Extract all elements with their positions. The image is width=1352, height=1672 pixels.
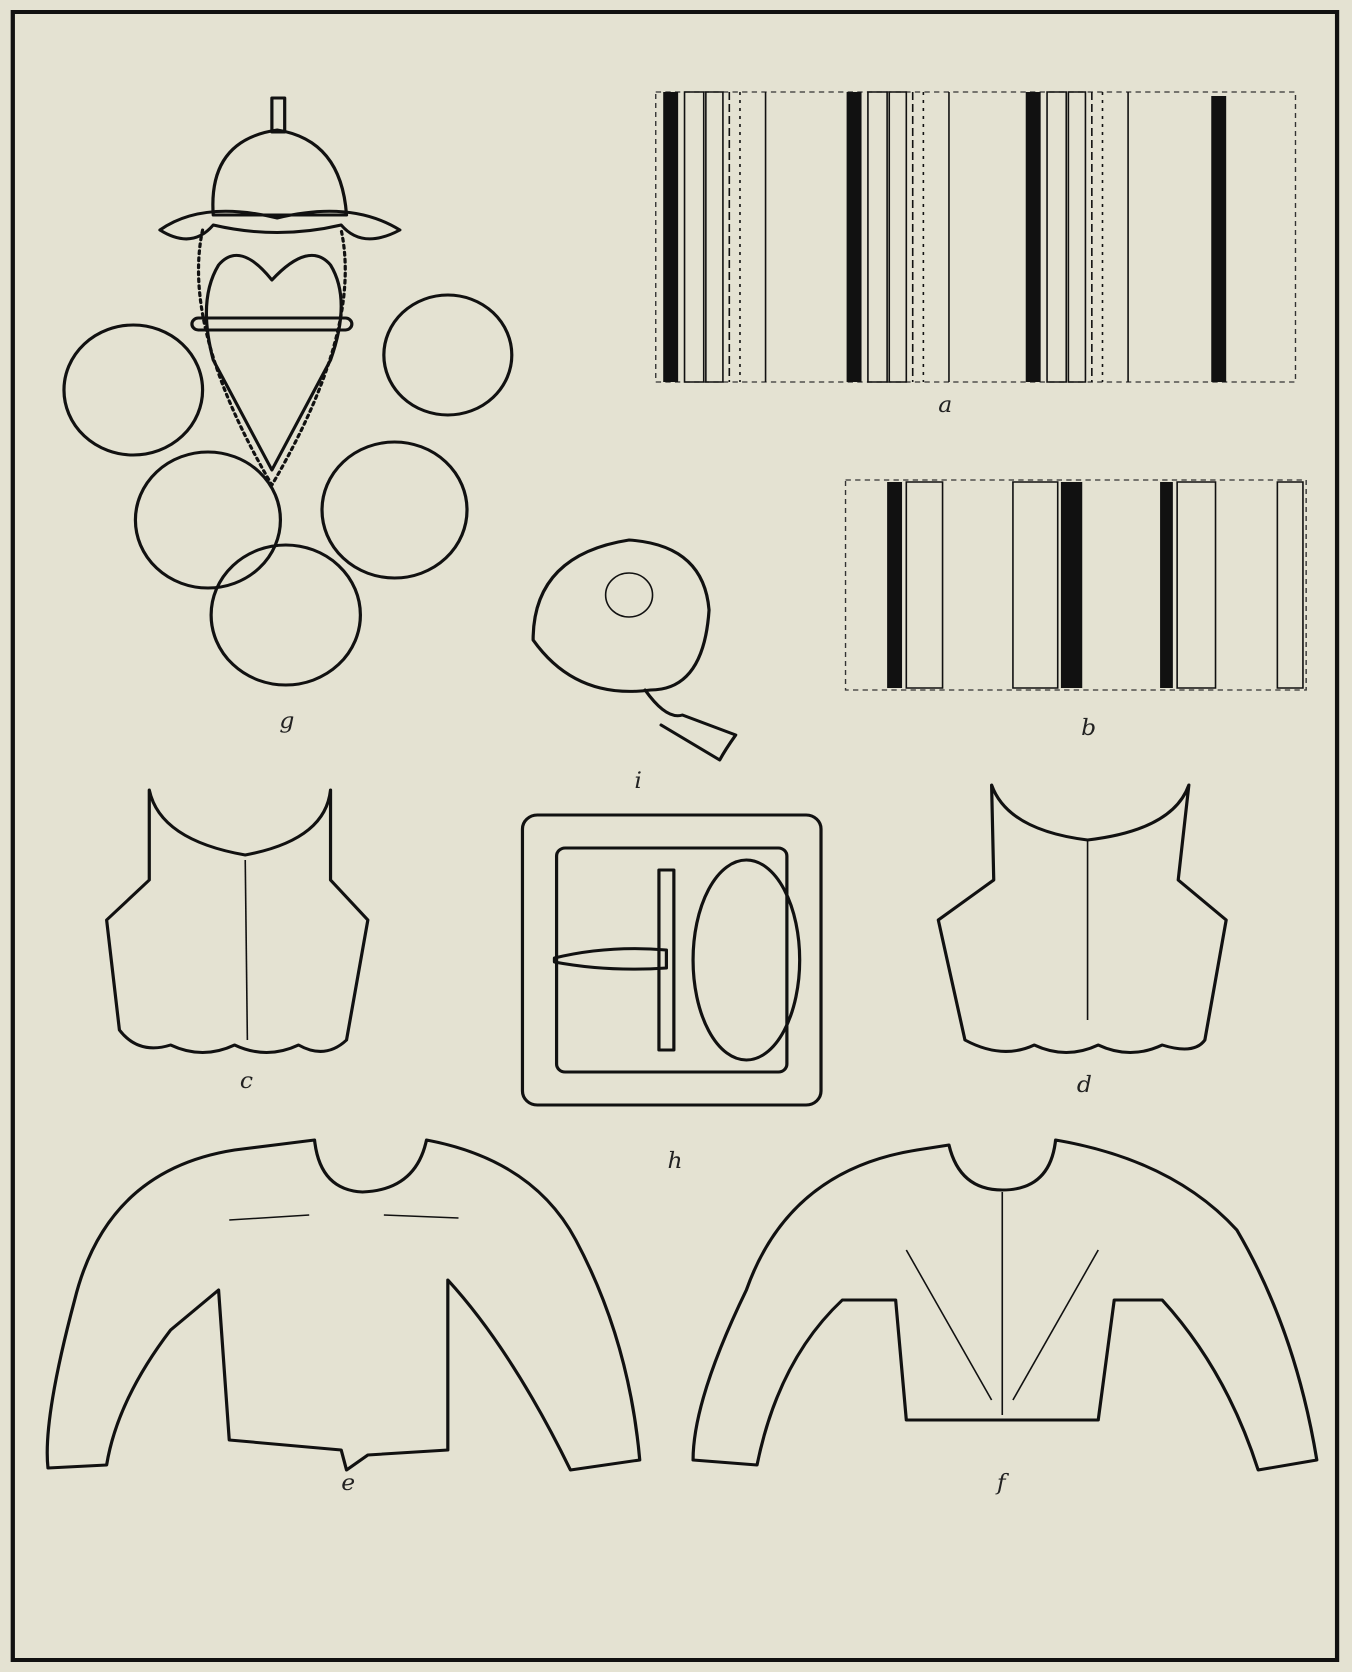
figure-label-f: f [995,1471,1009,1496]
figure-label-d: d [1077,1073,1092,1098]
figure-h-buckle: h [520,813,823,1174]
figure-label-g: g [279,709,294,734]
figure-f-jacket-back: f [691,1138,1319,1496]
figure-label-h: h [667,1149,682,1174]
figure-label-i: i [634,769,642,794]
figure-i-embroidered-cap: i [531,538,738,794]
figure-a-woven-band: a [655,91,1297,418]
plate-border [10,10,1340,1662]
figure-label-b: b [1081,716,1096,741]
figure-label-a: a [938,393,952,418]
figure-d-bodice-back: d [936,783,1228,1098]
figure-label-c: c [240,1069,253,1094]
figure-g-brooch: g [62,96,514,734]
figure-label-e: e [341,1471,355,1496]
figure-b-woven-band: b [844,479,1307,741]
figure-c-bodice-front: c [105,788,370,1094]
figure-e-jacket-front: e [45,1138,642,1496]
